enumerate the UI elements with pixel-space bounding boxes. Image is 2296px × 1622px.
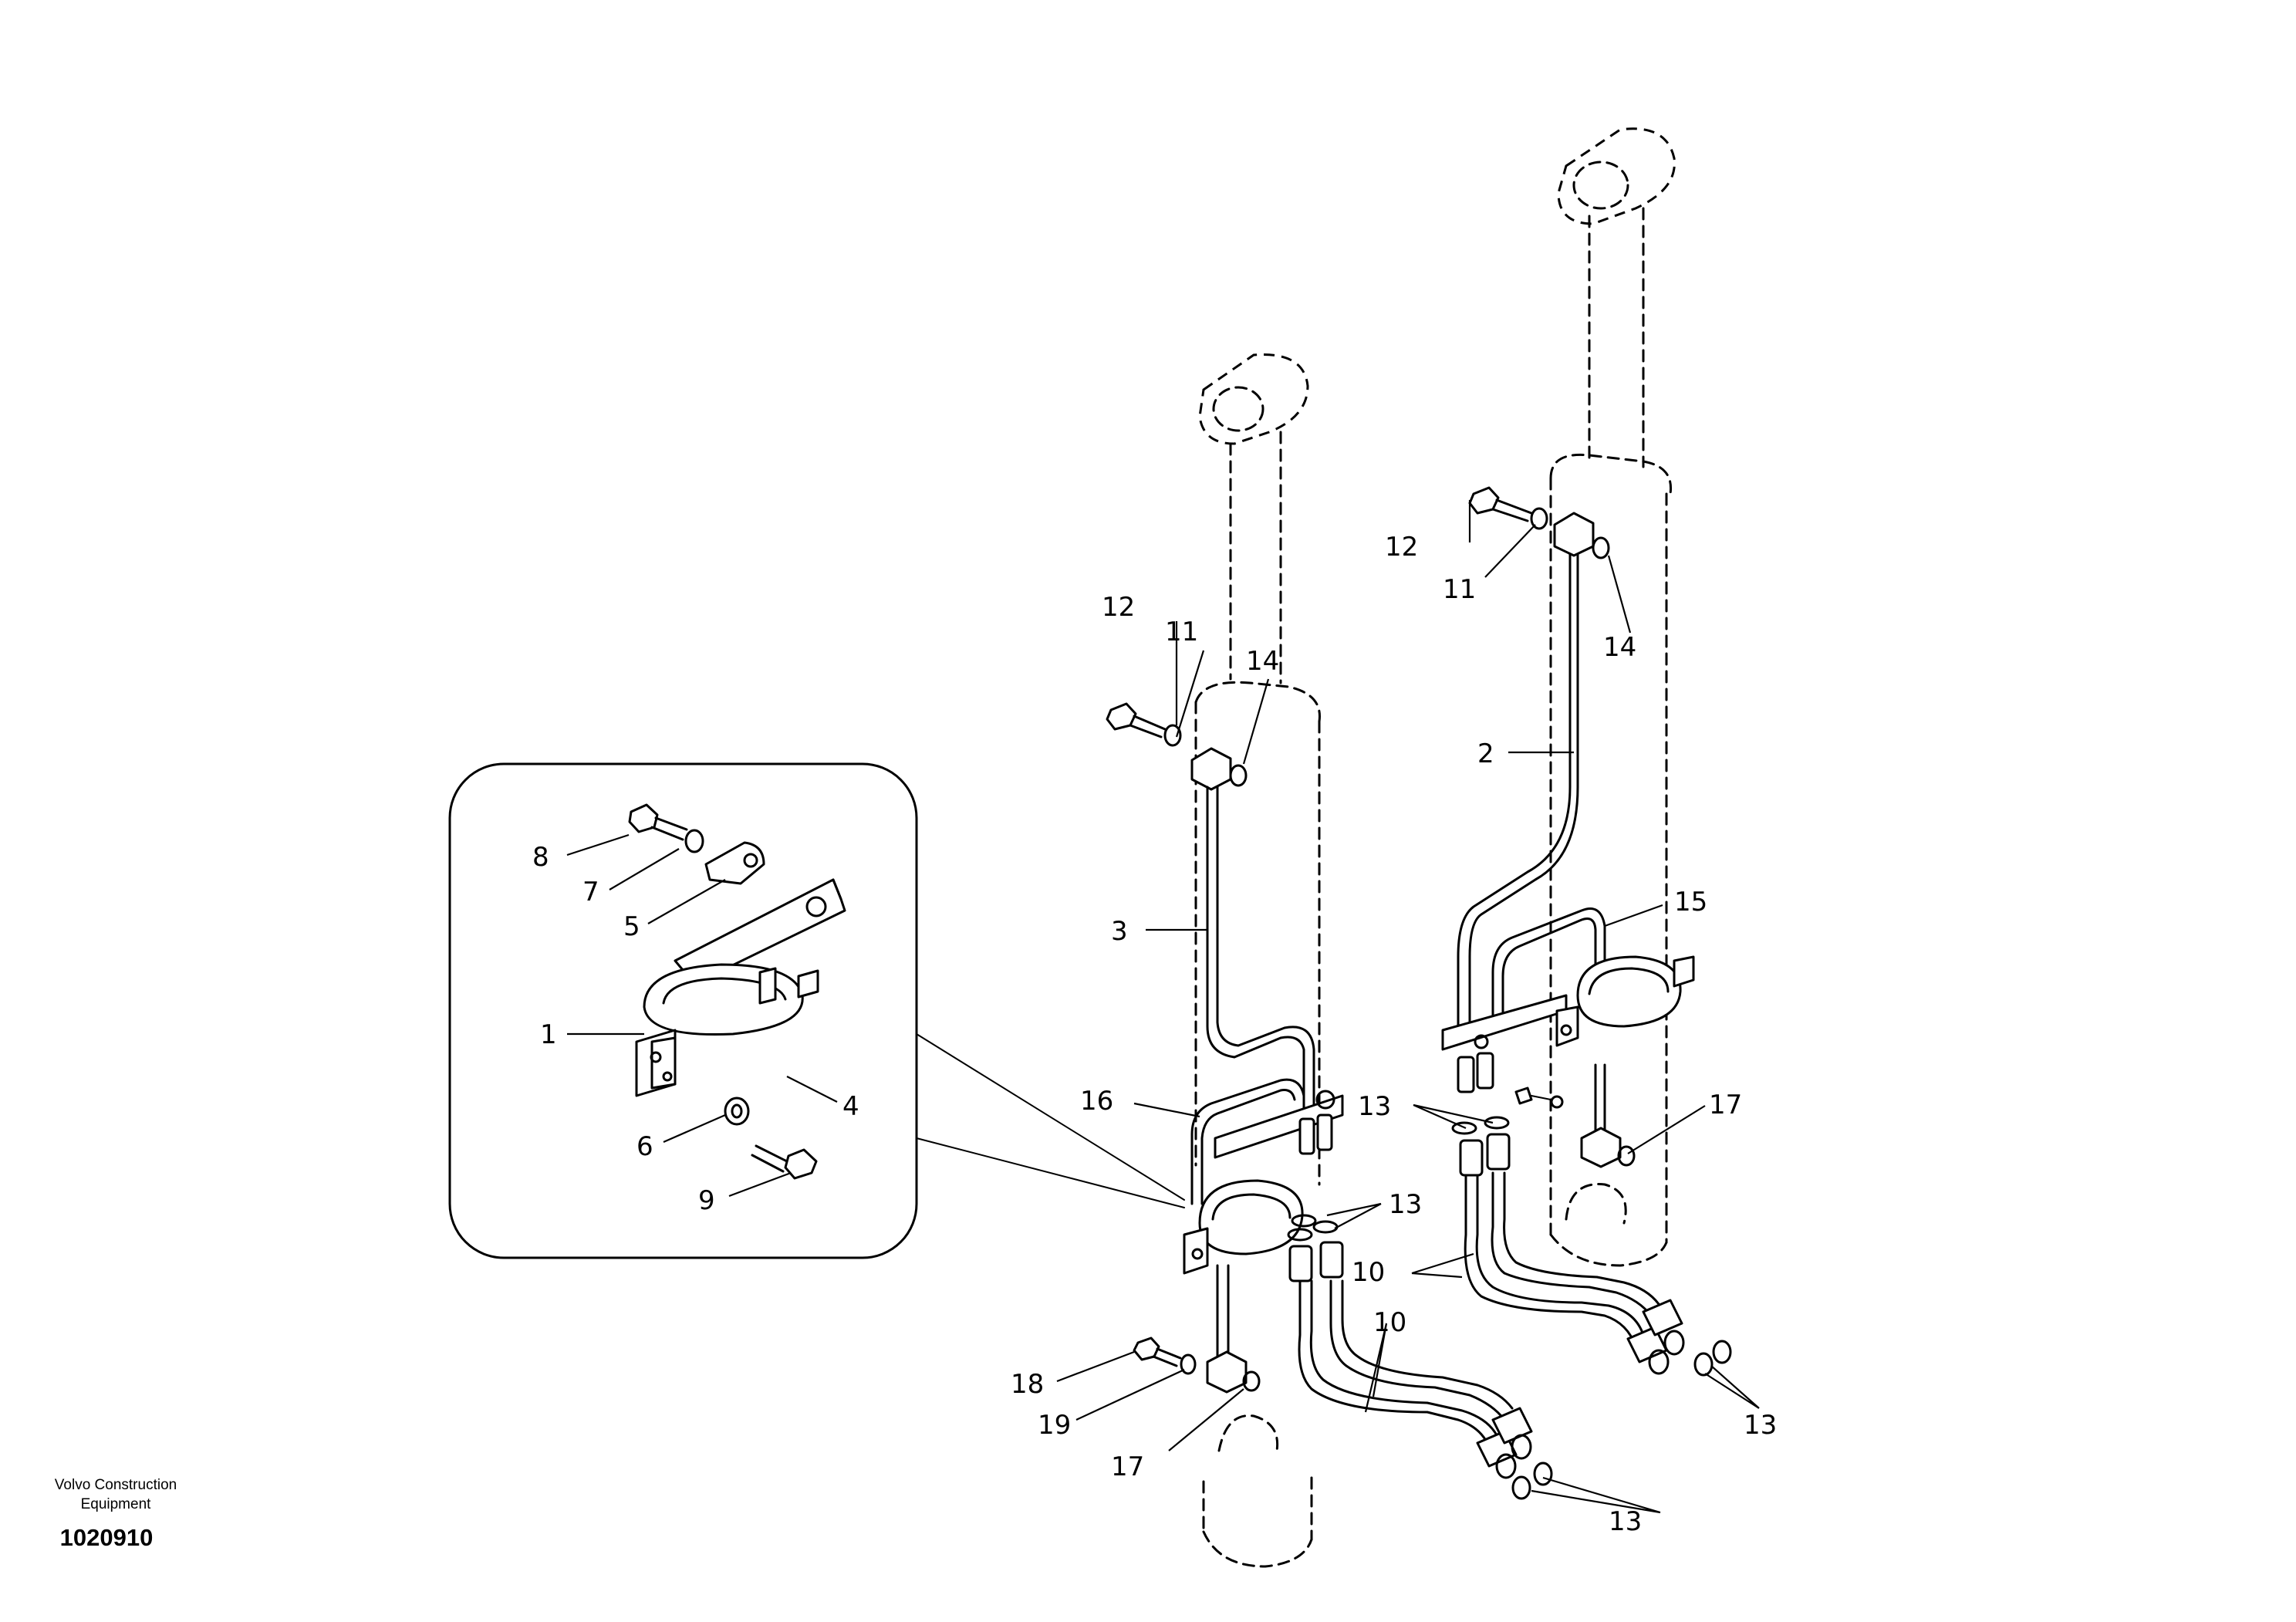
- callout-13-c: 13: [1744, 1410, 1777, 1441]
- leader-lines: [566, 500, 1760, 1514]
- callout-labels: 8 7 5 1 4 6 9 12 11 14 3 16 12 11 14 2 1…: [532, 532, 1777, 1537]
- left-pipe-3: [1190, 747, 1315, 1136]
- left-hoses: [1287, 1214, 1553, 1500]
- left-upper-bolt: [1106, 702, 1182, 747]
- callout-10-a: 10: [1352, 1257, 1385, 1288]
- left-lower-bolt: [1133, 1336, 1197, 1375]
- callout-9: 9: [698, 1185, 715, 1216]
- left-pipe-16: [1190, 1078, 1305, 1205]
- footer: Volvo Construction Equipment 1020910: [55, 1477, 177, 1551]
- callout-13-a: 13: [1358, 1091, 1391, 1122]
- callout-10-b: 10: [1373, 1307, 1406, 1338]
- callout-12-right: 12: [1385, 532, 1418, 563]
- callout-5: 5: [623, 911, 640, 942]
- callout-19: 19: [1038, 1410, 1071, 1441]
- right-hoses: [1451, 1116, 1732, 1377]
- callout-11-right: 11: [1443, 574, 1476, 605]
- right-cylinder: [1549, 127, 1676, 1267]
- callout-12-left: 12: [1102, 592, 1135, 623]
- company-name-line1: Volvo Construction: [55, 1477, 177, 1493]
- callout-17-left: 17: [1111, 1451, 1144, 1482]
- callout-17-right: 17: [1709, 1090, 1742, 1120]
- right-pipe-15: [1491, 907, 1636, 1168]
- drawing-number: 1020910: [60, 1524, 154, 1551]
- callout-13-d: 13: [1609, 1506, 1642, 1537]
- callout-6: 6: [636, 1131, 653, 1162]
- callout-16: 16: [1080, 1086, 1113, 1117]
- company-name-line2: Equipment: [81, 1496, 152, 1512]
- right-pipe-2: [1457, 512, 1610, 1028]
- right-upper-bolt: [1468, 486, 1548, 530]
- left-cylinder: [1194, 353, 1321, 1568]
- callout-11-left: 11: [1165, 617, 1198, 647]
- callout-14-left: 14: [1246, 646, 1279, 677]
- callout-7: 7: [582, 877, 599, 907]
- callout-4: 4: [842, 1091, 859, 1122]
- callout-15: 15: [1674, 887, 1707, 917]
- detail-inset: [448, 762, 1185, 1259]
- callout-18: 18: [1011, 1369, 1044, 1400]
- right-clamp: [1441, 955, 1695, 1109]
- callout-1: 1: [540, 1019, 557, 1050]
- callout-14-right: 14: [1603, 632, 1636, 663]
- callout-2: 2: [1477, 738, 1494, 769]
- callout-13-b: 13: [1389, 1189, 1422, 1220]
- callout-8: 8: [532, 842, 549, 873]
- left-clamp: [1183, 1090, 1344, 1394]
- callout-3: 3: [1111, 916, 1128, 947]
